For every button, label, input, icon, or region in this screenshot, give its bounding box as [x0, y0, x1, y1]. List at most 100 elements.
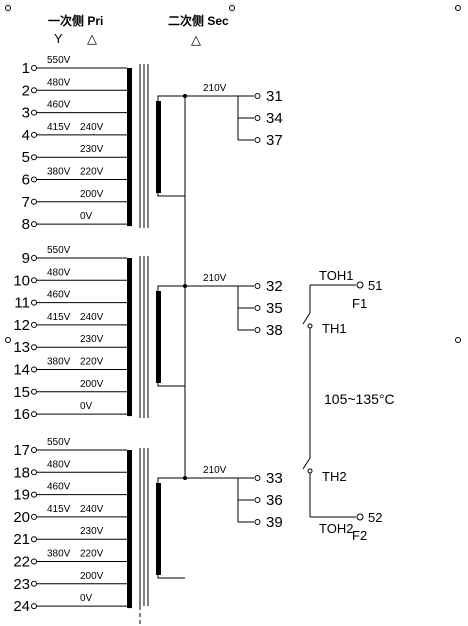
terminal-circle [31, 87, 37, 94]
terminal-circle [31, 558, 37, 565]
terminal-circle [254, 305, 261, 311]
terminal-circle [254, 475, 261, 481]
secondary-terminal-number: 37 [266, 132, 283, 149]
junction-dot [183, 94, 187, 98]
terminal-circle [31, 154, 37, 161]
primary-terminal-number: 15 [13, 384, 30, 401]
terminal-circle [31, 536, 37, 543]
primary-tap-row: 3 460V [22, 100, 127, 122]
tap-voltage-label: 480V [47, 459, 71, 470]
primary-terminal-number: 4 [22, 127, 30, 144]
terminal-circle [31, 513, 37, 520]
tap-voltage-label: 480V [47, 267, 71, 278]
thermal-protection [302, 281, 364, 521]
fuse-f1-label: F1 [352, 296, 367, 311]
tap-voltage-label: 230V [80, 334, 104, 345]
secondary-terminal-number: 35 [266, 300, 283, 317]
tap-voltage-label: 230V [80, 526, 104, 537]
terminal-52: 52 [368, 510, 382, 525]
header: 一次侧 Pri Y △ 二次侧 Sec △ [48, 13, 229, 47]
primary-winding-bar [127, 258, 132, 417]
tap-voltage-label: 220V [80, 357, 104, 368]
secondary-terminal-number: 31 [266, 88, 283, 105]
secondary-terminal-number: 34 [266, 110, 283, 127]
primary-terminal-number: 12 [13, 317, 30, 334]
secondary-voltage-label: 210V [203, 273, 227, 284]
terminal-circle [31, 469, 37, 476]
primary-tap-row: 13 230V [13, 334, 127, 356]
th1-label: TH1 [322, 321, 347, 336]
tap-voltage-label: 460V [47, 482, 71, 493]
terminal-circle [31, 366, 37, 373]
primary-terminal-number: 3 [22, 105, 30, 122]
primary-title: 一次侧 Pri [48, 13, 103, 28]
tap-voltage-label: 220V [80, 549, 104, 560]
primary-terminal-number: 13 [13, 339, 30, 356]
junction-dot [183, 284, 187, 288]
secondary-winding-bar [156, 483, 161, 575]
secondary-terminal-number: 32 [266, 278, 283, 295]
tap-voltage-label: 550V [47, 245, 71, 256]
terminal-circle [31, 411, 37, 418]
tap-voltage-label: 380V [47, 357, 71, 368]
tap-voltage-label: 415V [47, 504, 71, 515]
terminal-circle [31, 221, 37, 228]
primary-terminal-number: 24 [13, 598, 30, 615]
terminal-circle [254, 519, 261, 525]
terminal-circle [254, 137, 261, 143]
tap-voltage-label: 380V [47, 167, 71, 178]
terminal-circle [254, 497, 261, 503]
primary-winding-bar [127, 450, 132, 609]
terminal-circle [31, 491, 37, 498]
terminal-51: 51 [368, 278, 382, 293]
primary-terminal-number: 11 [14, 295, 30, 312]
terminal-circle [31, 131, 37, 138]
tap-voltage-label: 200V [80, 189, 104, 200]
primary-terminal-number: 2 [22, 82, 30, 99]
primary-terminal-number: 16 [13, 406, 30, 423]
tap-voltage-label: 240V [80, 122, 104, 133]
primary-conn-y: Y [54, 31, 63, 46]
tap-voltage-label: 415V [47, 122, 71, 133]
primary-terminal-number: 10 [13, 272, 30, 289]
primary-tap-row: 19 460V [13, 482, 127, 504]
tap-voltage-label: 0V [80, 401, 93, 412]
terminal-circle [31, 198, 37, 205]
transformer-core [139, 64, 149, 606]
tap-voltage-label: 380V [47, 549, 71, 560]
tap-voltage-label: 460V [47, 100, 71, 111]
terminal-circle [31, 299, 37, 306]
primary-tap-row: 24 0V [13, 593, 127, 615]
tap-voltage-label: 0V [80, 593, 93, 604]
primary-terminal-number: 21 [13, 531, 30, 548]
primary-terminal-number: 19 [13, 487, 30, 504]
corner-marks [5, 5, 461, 343]
terminal-circle [254, 327, 261, 333]
secondary-return-wire [157, 383, 185, 387]
primary-terminal-number: 7 [22, 194, 30, 211]
primary-terminal-number: 23 [13, 576, 30, 593]
primary-terminal-number: 8 [22, 216, 30, 233]
tap-voltage-label: 240V [80, 312, 104, 323]
secondary-winding-bar [156, 101, 161, 193]
secondary-winding-bar [156, 291, 161, 383]
tap-voltage-label: 550V [47, 55, 71, 66]
